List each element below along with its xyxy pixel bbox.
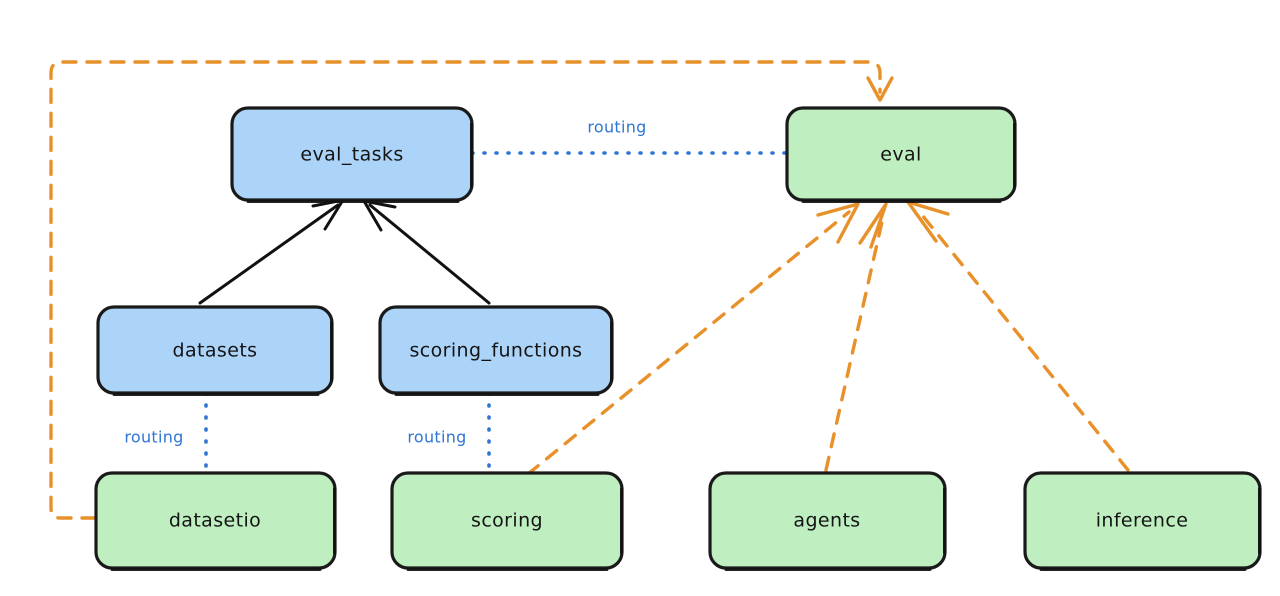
node-agents[interactable]: agents — [708, 471, 947, 571]
edge-label-layer: routing routing routing — [124, 118, 646, 447]
node-datasets[interactable]: datasets — [96, 305, 334, 396]
node-datasetio-label: datasetio — [169, 510, 261, 532]
node-layer: eval_tasks eval datasets scor — [94, 106, 1262, 571]
node-eval-tasks[interactable]: eval_tasks — [230, 106, 474, 203]
node-scoring-functions[interactable]: scoring_functions — [378, 305, 614, 396]
node-eval-label: eval — [880, 144, 921, 166]
edge-datasetio-to-eval[interactable] — [49, 60, 894, 520]
node-datasets-label: datasets — [173, 340, 258, 362]
edge-label-routing-scoring-functions-scoring: routing — [407, 428, 466, 447]
edge-scoring-to-eval[interactable] — [526, 202, 860, 476]
node-agents-label: agents — [793, 510, 860, 532]
edge-inference-to-eval[interactable] — [906, 200, 1130, 472]
node-eval[interactable]: eval — [785, 106, 1017, 203]
edge-agents-to-eval[interactable] — [824, 202, 888, 472]
node-eval-tasks-label: eval_tasks — [300, 144, 403, 166]
edge-scoring-functions-to-eval-tasks[interactable] — [362, 199, 491, 305]
node-inference-label: inference — [1096, 510, 1189, 532]
node-scoring[interactable]: scoring — [390, 471, 624, 571]
node-scoring-label: scoring — [471, 510, 543, 532]
node-scoring-functions-label: scoring_functions — [410, 340, 583, 362]
edge-label-routing-eval-tasks-eval: routing — [587, 118, 646, 137]
node-inference[interactable]: inference — [1023, 471, 1262, 571]
node-datasetio[interactable]: datasetio — [94, 471, 337, 571]
edge-datasets-to-eval-tasks[interactable] — [198, 198, 345, 305]
edge-label-routing-datasets-datasetio: routing — [124, 428, 183, 447]
